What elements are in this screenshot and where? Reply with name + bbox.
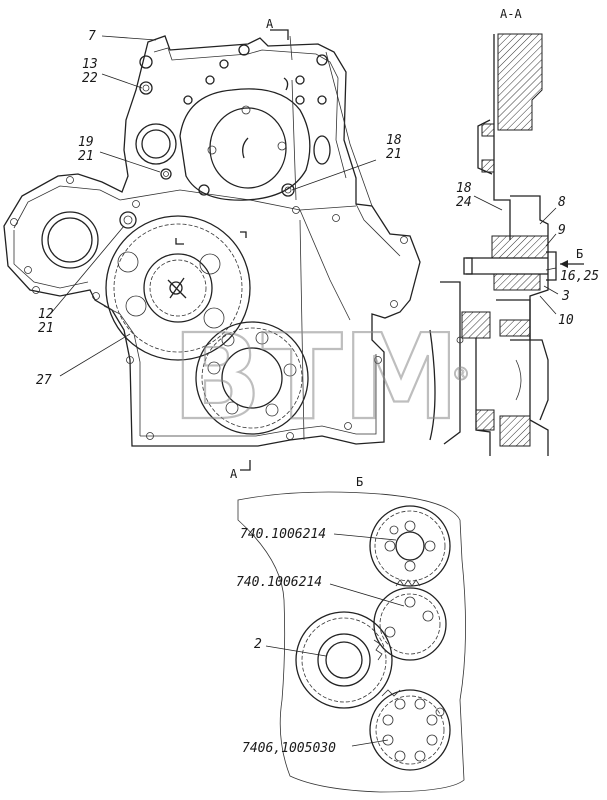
part-number-middle-gear: 740.1006214 (236, 575, 322, 590)
callout-13: 13 (82, 57, 98, 72)
watermark-registered-symbol: ® (452, 364, 470, 385)
leader-lines (51, 35, 559, 747)
view-b-arrow-label: Б (576, 247, 583, 261)
section-mark-top: A (266, 17, 274, 31)
callout-10: 10 (558, 313, 574, 328)
callout-16-25: 16,25 (560, 269, 599, 284)
callout-7: 7 (88, 29, 96, 44)
callout-2: 2 (254, 637, 262, 652)
callout-18-b: 18 (456, 181, 472, 196)
section-aa-title: A-A (500, 7, 522, 21)
view-b-title: Б (356, 475, 363, 489)
callout-24: 24 (456, 195, 472, 210)
view-b-gear-train (237, 491, 466, 793)
callout-21-a: 21 (78, 149, 94, 164)
labels: A A-A A Б Б 7 13 22 19 21 18 21 12 21 27… (36, 7, 599, 756)
front-view-timing-cover (3, 29, 421, 471)
callout-8: 8 (558, 195, 566, 210)
section-mark-bottom: A (230, 467, 238, 481)
callout-27: 27 (36, 373, 52, 388)
callout-22: 22 (82, 71, 98, 86)
callout-12: 12 (38, 307, 54, 322)
part-number-bottom-gear: 7406,1005030 (242, 741, 336, 756)
callout-21-c: 21 (38, 321, 54, 336)
part-number-top-gear: 740.1006214 (240, 527, 326, 542)
callout-3: 3 (561, 289, 570, 304)
callout-21-b: 21 (386, 147, 402, 162)
callout-19: 19 (78, 135, 94, 150)
section-view-a-a (429, 33, 584, 456)
callout-18-a: 18 (386, 133, 402, 148)
btm-watermark: BTM ® (171, 307, 471, 447)
callout-9: 9 (558, 223, 566, 238)
watermark-text: BTM (172, 308, 460, 446)
